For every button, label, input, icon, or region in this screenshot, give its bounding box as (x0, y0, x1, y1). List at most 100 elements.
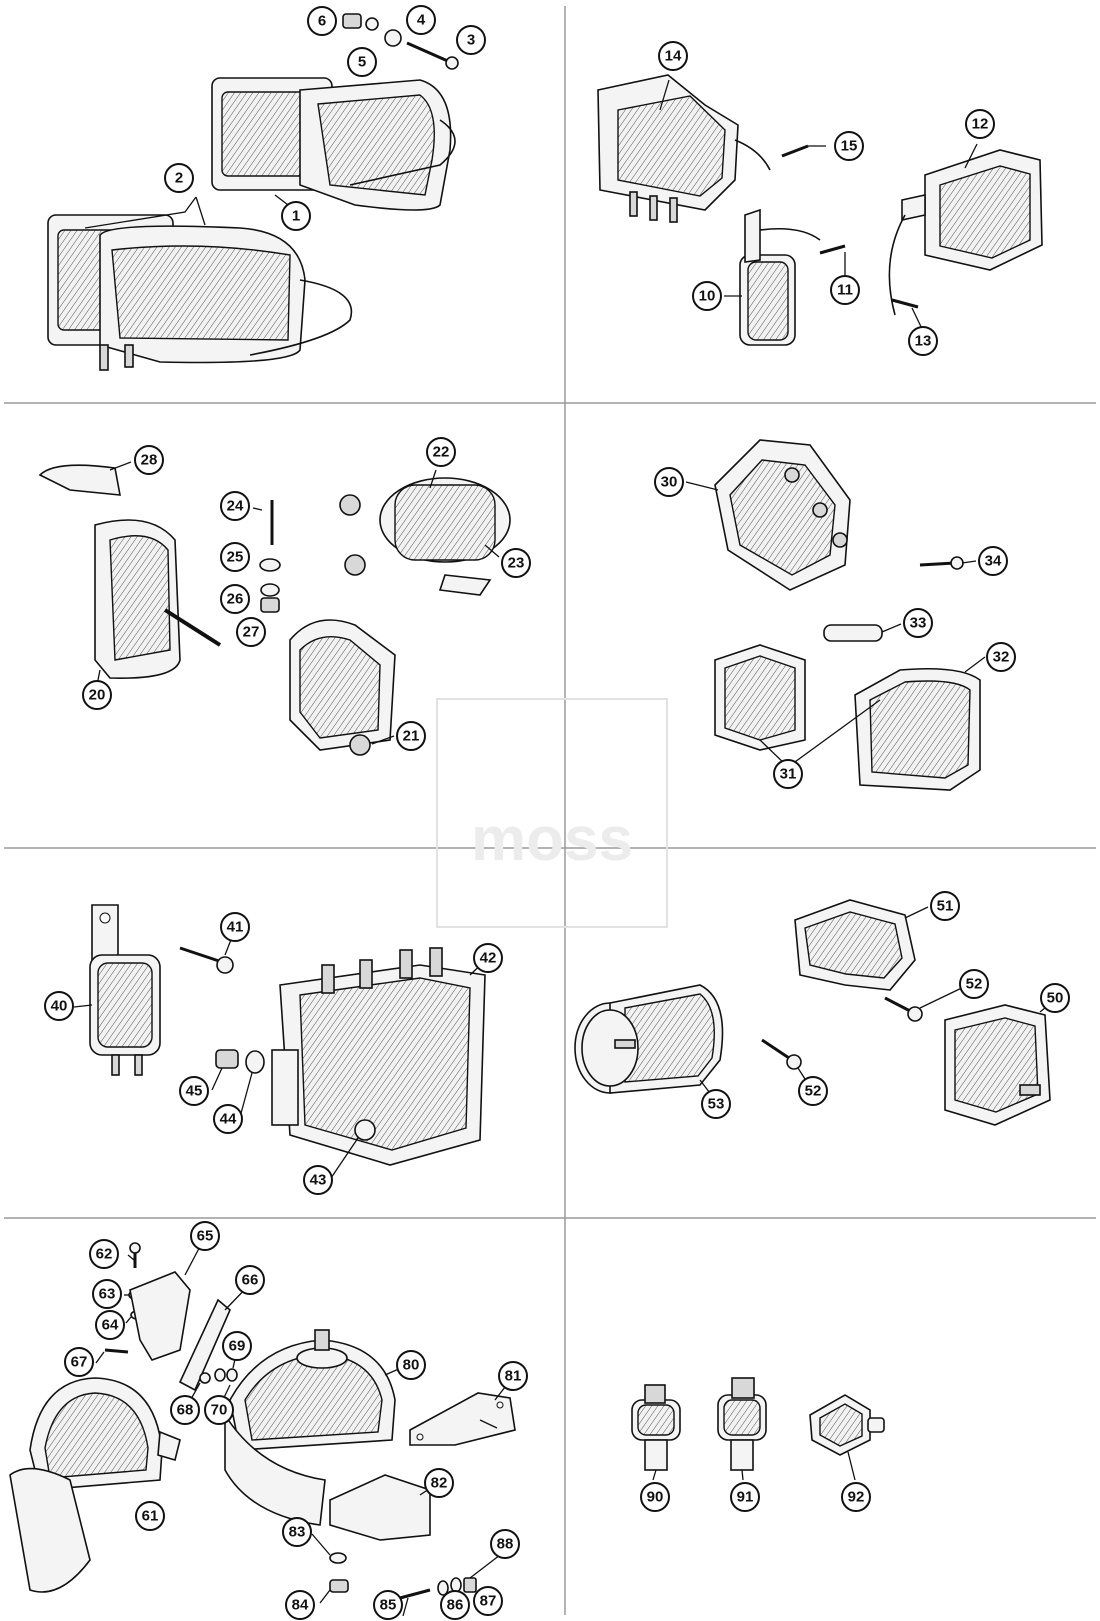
callout-5: 5 (347, 47, 377, 77)
callout-24: 24 (220, 491, 250, 521)
svg-text:85: 85 (380, 1597, 397, 1614)
svg-text:31: 31 (780, 766, 797, 783)
svg-text:24: 24 (227, 498, 244, 515)
svg-text:1: 1 (292, 208, 300, 225)
svg-text:41: 41 (227, 919, 244, 936)
callout-13: 13 (908, 326, 938, 356)
callout-44: 44 (213, 1104, 243, 1134)
callout-33: 33 (903, 608, 933, 638)
svg-text:12: 12 (972, 116, 989, 133)
callout-69: 69 (222, 1331, 252, 1361)
callout-68: 68 (170, 1395, 200, 1425)
svg-text:70: 70 (211, 1402, 228, 1419)
callout-52-lower: 52 (798, 1076, 828, 1106)
svg-text:52: 52 (805, 1083, 822, 1100)
callout-27: 27 (236, 617, 266, 647)
svg-text:52: 52 (966, 976, 983, 993)
watermark-text: moss (471, 805, 633, 874)
callout-43: 43 (303, 1165, 333, 1195)
callout-85: 85 (373, 1590, 403, 1620)
callout-20: 20 (82, 680, 112, 710)
svg-text:81: 81 (505, 1368, 522, 1385)
svg-text:83: 83 (289, 1524, 306, 1541)
callout-91: 91 (730, 1482, 760, 1512)
callout-86: 86 (440, 1590, 470, 1620)
relay-bracket-assembly (574, 899, 1051, 1126)
callout-65: 65 (190, 1221, 220, 1251)
callout-26: 26 (220, 584, 250, 614)
callout-2: 2 (164, 163, 194, 193)
callout-51: 51 (930, 891, 960, 921)
svg-text:64: 64 (102, 1317, 119, 1334)
svg-text:2: 2 (175, 170, 183, 187)
fuse-box-assembly (714, 439, 981, 791)
svg-text:61: 61 (142, 1508, 159, 1525)
horn-assembly (9, 1242, 516, 1600)
callout-3: 3 (456, 25, 486, 55)
svg-text:32: 32 (993, 649, 1010, 666)
callout-88: 88 (490, 1529, 520, 1559)
svg-text:23: 23 (508, 555, 525, 572)
callout-41: 41 (220, 912, 250, 942)
callout-32: 32 (986, 642, 1016, 672)
svg-text:34: 34 (985, 553, 1002, 570)
svg-text:25: 25 (227, 549, 244, 566)
svg-text:67: 67 (71, 1354, 88, 1371)
callout-34: 34 (978, 546, 1008, 576)
svg-text:21: 21 (403, 728, 420, 745)
callout-10: 10 (692, 281, 722, 311)
svg-text:30: 30 (661, 474, 678, 491)
svg-text:51: 51 (937, 898, 954, 915)
control-box-assembly (47, 13, 459, 371)
svg-text:15: 15 (841, 138, 858, 155)
callout-64: 64 (95, 1310, 125, 1340)
svg-text:63: 63 (99, 1286, 116, 1303)
callout-52-upper: 52 (959, 969, 989, 999)
callout-42: 42 (473, 943, 503, 973)
svg-text:5: 5 (358, 54, 366, 71)
svg-text:42: 42 (480, 950, 497, 967)
callout-15: 15 (834, 131, 864, 161)
svg-text:20: 20 (89, 687, 106, 704)
relay-flasher-assembly (597, 74, 1043, 346)
svg-text:91: 91 (737, 1489, 754, 1506)
svg-text:66: 66 (242, 1272, 259, 1289)
flasher-relay-assembly (89, 904, 486, 1166)
solenoid-assembly (38, 464, 511, 756)
callout-4: 4 (406, 5, 436, 35)
svg-text:10: 10 (699, 288, 716, 305)
callout-14: 14 (658, 41, 688, 71)
svg-text:88: 88 (497, 1536, 514, 1553)
svg-text:44: 44 (220, 1111, 237, 1128)
callout-25: 25 (220, 542, 250, 572)
callout-81: 81 (498, 1361, 528, 1391)
callout-82: 82 (424, 1468, 454, 1498)
svg-text:40: 40 (51, 998, 68, 1015)
svg-text:26: 26 (227, 591, 244, 608)
callout-40: 40 (44, 991, 74, 1021)
panel-grid (4, 6, 1096, 1615)
svg-text:87: 87 (480, 1593, 497, 1610)
svg-text:53: 53 (708, 1096, 725, 1113)
callout-84: 84 (285, 1590, 315, 1620)
svg-text:6: 6 (318, 13, 326, 30)
callout-12: 12 (965, 109, 995, 139)
callout-1: 1 (281, 201, 311, 231)
callout-90: 90 (640, 1482, 670, 1512)
svg-text:27: 27 (243, 624, 260, 641)
svg-text:92: 92 (848, 1489, 865, 1506)
svg-text:14: 14 (665, 48, 682, 65)
callout-31: 31 (773, 759, 803, 789)
svg-text:80: 80 (403, 1357, 420, 1374)
svg-text:11: 11 (837, 282, 853, 299)
callout-87: 87 (473, 1586, 503, 1616)
svg-text:33: 33 (910, 615, 927, 632)
svg-text:28: 28 (141, 452, 158, 469)
svg-text:69: 69 (229, 1338, 246, 1355)
moss-watermark-logo: moss (436, 698, 668, 928)
callout-70: 70 (204, 1395, 234, 1425)
svg-text:43: 43 (310, 1172, 327, 1189)
svg-text:3: 3 (467, 32, 475, 49)
callout-92: 92 (841, 1482, 871, 1512)
callout-53: 53 (701, 1089, 731, 1119)
